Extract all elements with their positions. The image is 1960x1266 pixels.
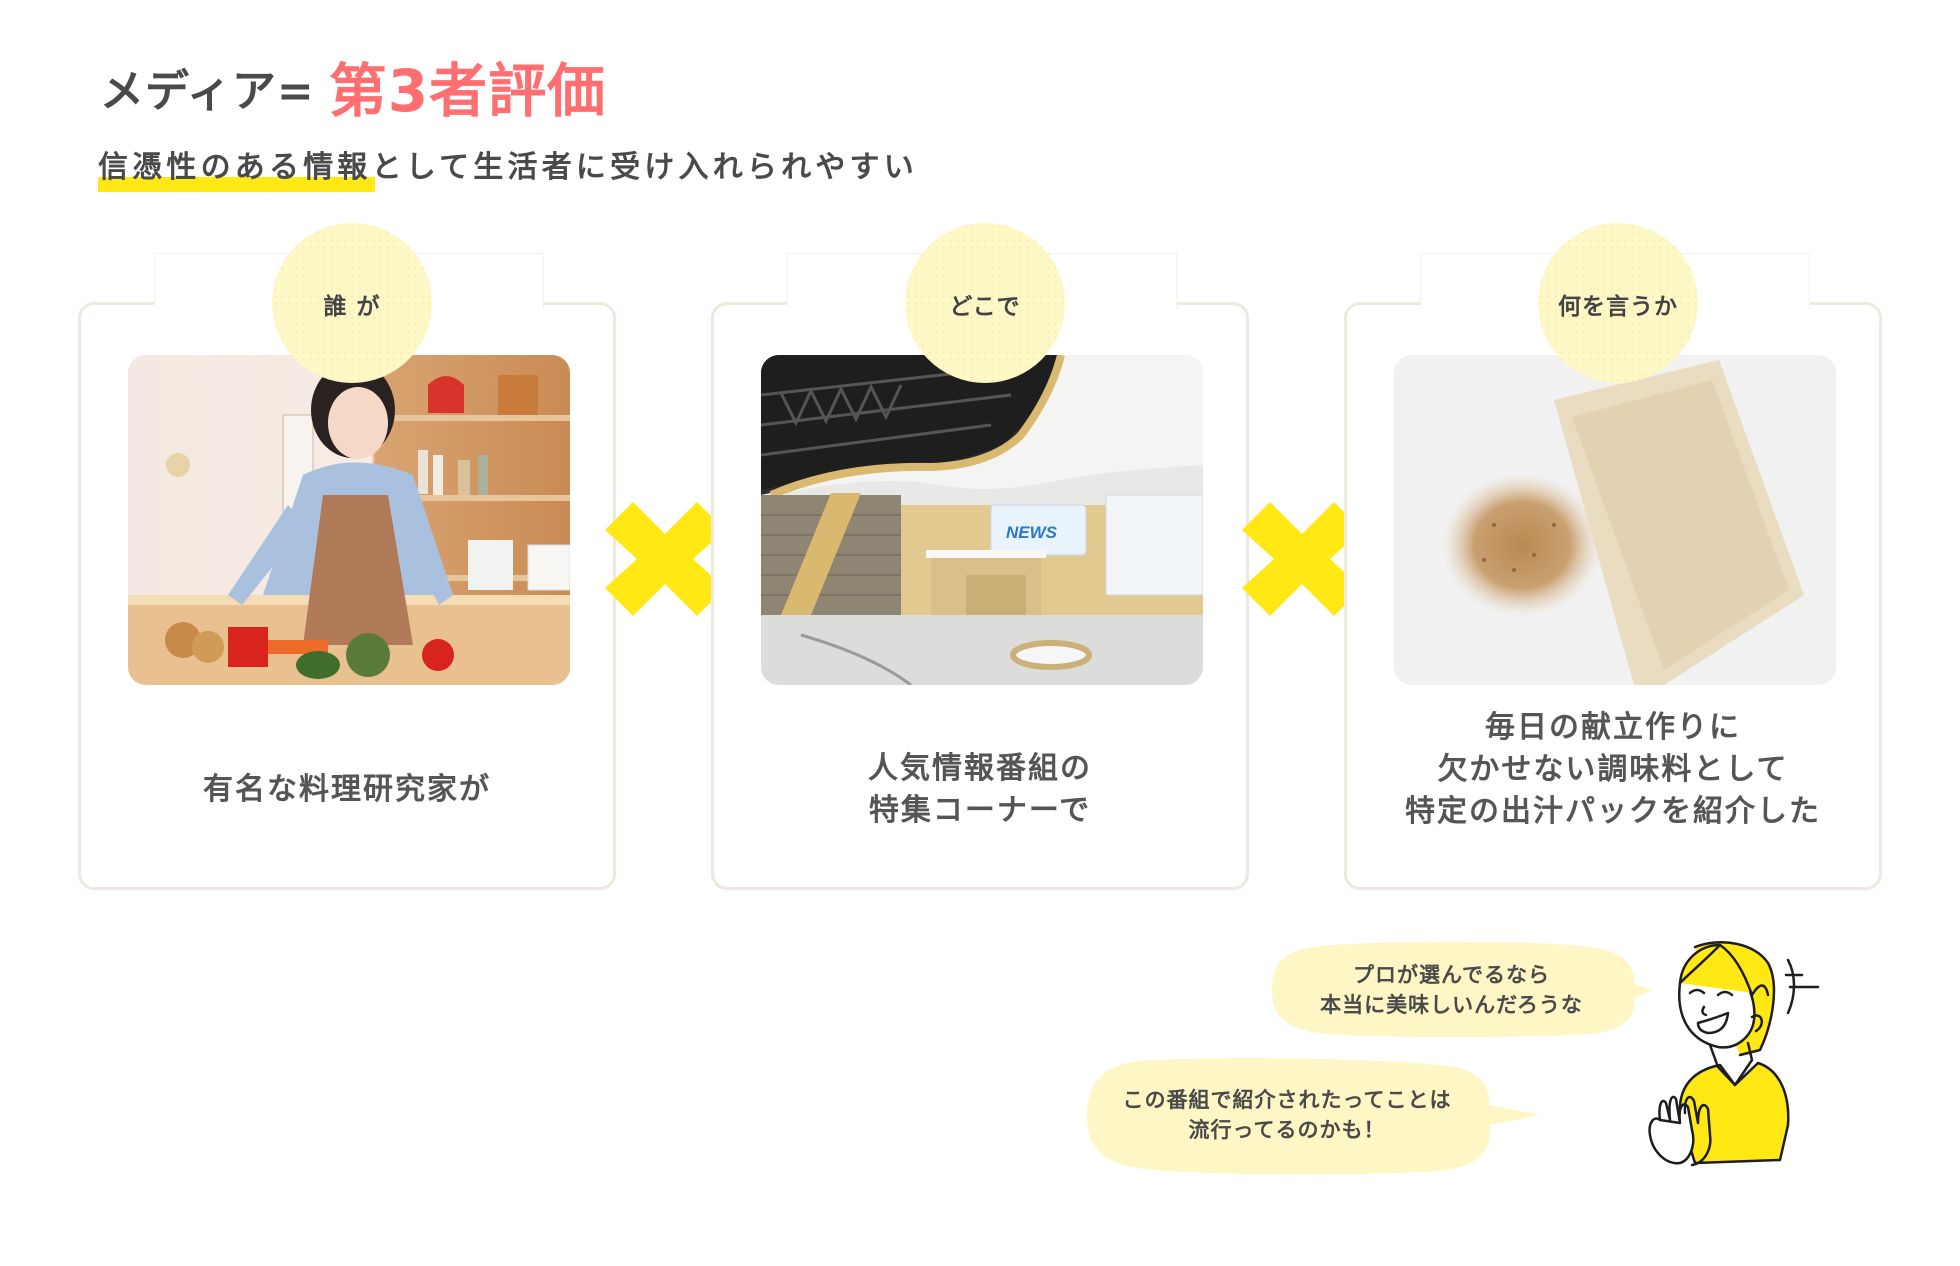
dashi-pack-photo-icon: [1394, 355, 1836, 685]
woman-cooking-photo: [128, 355, 570, 685]
subtitle-text: 信憑性のある情報として生活者に受け入れられやすい: [98, 150, 918, 185]
highlight-marker: [98, 177, 375, 192]
card-where: どこで: [711, 223, 1249, 890]
badge-who: 誰 が: [272, 223, 432, 383]
smiling-woman-clapping-illustration: [1648, 941, 1820, 1167]
badge-label: 誰 が: [323, 294, 381, 320]
speech-bubble: この番組で紹介されたってことは 流行ってるのかも！: [1085, 1057, 1541, 1175]
badge-what: 何を言うか: [1538, 223, 1698, 383]
multiply-icon: [605, 502, 725, 616]
dashi-pack-photo: [1394, 355, 1836, 685]
svg-text:NEWS: NEWS: [1006, 523, 1058, 542]
title-prefix: メディア=: [100, 66, 315, 117]
badge-label: どこで: [949, 294, 1021, 320]
card-description: 人気情報番組の 特集コーナーで: [868, 751, 1092, 828]
kitchen-photo-icon: [128, 355, 570, 685]
card-description: 有名な料理研究家が: [203, 772, 491, 807]
card-description: 毎日の献立作りに 欠かせない調味料として 特定の出汁パックを紹介した: [1405, 710, 1821, 829]
subtitle: 信憑性のある情報として生活者に受け入れられやすい: [98, 148, 918, 194]
speech-bubble-shape: [1087, 1058, 1540, 1175]
badge-where: どこで: [905, 223, 1065, 383]
card-what: 何を言うか 毎日の献立作りに 欠かせない調味料とし: [1344, 223, 1882, 890]
card-who: 誰 が: [78, 223, 616, 890]
multiply-icon: [1242, 502, 1362, 616]
speech-bubble-shape: [1272, 941, 1652, 1037]
page-title: メディア= 第3者評価: [100, 48, 606, 120]
badge-label: 何を言うか: [1558, 294, 1678, 320]
news-studio-photo: NEWS: [761, 355, 1203, 685]
title-accent: 第3者評価: [328, 57, 607, 125]
tv-studio-photo-icon: NEWS: [761, 355, 1203, 685]
speech-bubble: プロが選んでるなら 本当に美味しいんだろうな: [1268, 940, 1653, 1038]
